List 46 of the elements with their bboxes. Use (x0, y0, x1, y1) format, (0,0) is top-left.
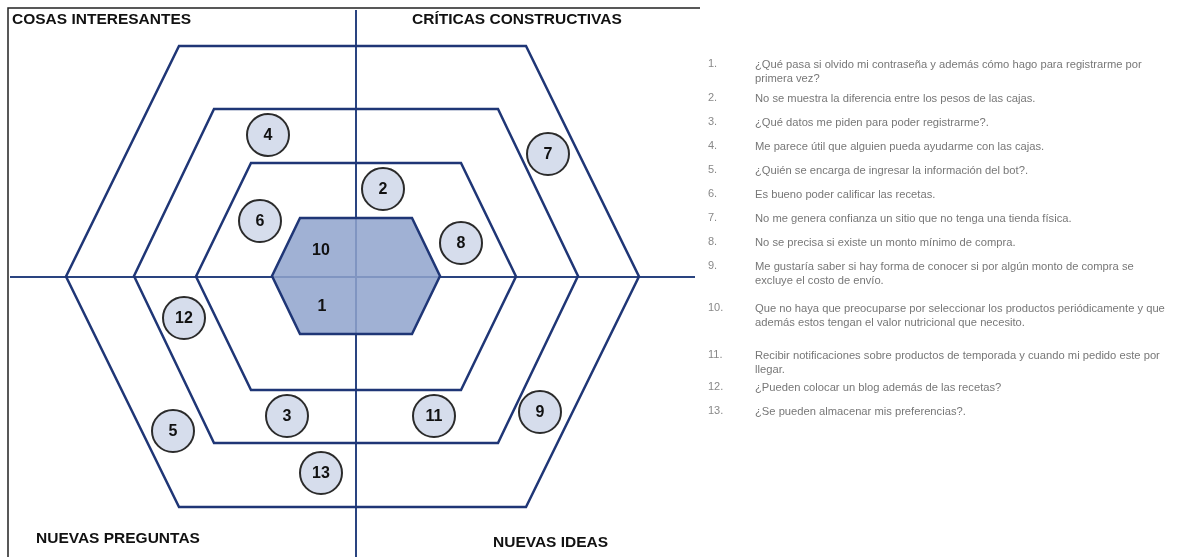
list-item-text: ¿Se pueden almacenar mis preferencias?. (755, 404, 967, 418)
center-hexagon (272, 218, 440, 334)
quadrant-title: COSAS INTERESANTES (12, 10, 192, 28)
list-number: 1. (708, 57, 718, 69)
number-circle: 7 (526, 132, 570, 176)
list-number: 11. (708, 348, 723, 360)
number-circle: 5 (151, 409, 195, 453)
list-number: 10. (708, 301, 724, 313)
list-number: 7. (708, 211, 718, 223)
list-item-text: ¿Qué pasa si olvido mi contraseña y además cómo hago para registrarme por primera vez? (755, 57, 1143, 85)
list-item-text: Me parece útil que alguien pueda ayudarme con las cajas. (755, 139, 1046, 153)
item-number: 1 (317, 297, 327, 315)
hexagon-ring (66, 46, 639, 507)
number-circle: 11 (412, 394, 456, 438)
quadrant-title: NUEVAS IDEAS (493, 533, 609, 551)
list-item-text: ¿Qué datos me piden para poder registrarme?. (755, 115, 990, 129)
list-number: 13. (708, 404, 724, 416)
list-number: 6. (708, 187, 718, 199)
number-circle: 12 (162, 296, 206, 340)
number-circle: 2 (361, 167, 405, 211)
number-circle: 9 (518, 390, 562, 434)
quadrant-title: CRÍTICAS CONSTRUCTIVAS (412, 10, 622, 28)
number-circle: 4 (246, 113, 290, 157)
number-circle: 6 (238, 199, 282, 243)
quadrant-title: NUEVAS PREGUNTAS (36, 529, 200, 547)
list-number: 12. (708, 380, 724, 392)
number-circle: 3 (265, 394, 309, 438)
hexagon-ring (196, 163, 516, 390)
list-number: 8. (708, 235, 718, 247)
list-number: 9. (708, 259, 718, 271)
list-item-text: No me genera confianza un sitio que no tenga una tienda física. (755, 211, 1073, 225)
number-circle: 8 (439, 221, 483, 265)
list-number: 3. (708, 115, 718, 127)
list-number: 4. (708, 139, 718, 151)
list-item-text: Es bueno poder calificar las recetas. (755, 187, 937, 201)
list-item-text: No se muestra la diferencia entre los pesos de las cajas. (755, 91, 1037, 105)
list-item-text: ¿Quién se encarga de ingresar la información del bot?. (755, 163, 1029, 177)
list-item-text: Me gustaría saber si hay forma de conocer si por algún monto de compra se excluye el costo de envío. (755, 259, 1135, 287)
list-number: 5. (708, 163, 718, 175)
list-item-text: Recibir notificaciones sobre productos de temporada y cuando mi pedido este por llegar. (755, 348, 1161, 376)
number-circle: 13 (299, 451, 343, 495)
list-item-text: ¿Pueden colocar un blog además de las recetas? (755, 380, 1003, 394)
list-item-text: No se precisa si existe un monto mínimo de compra. (755, 235, 1017, 249)
list-number: 2. (708, 91, 718, 103)
item-number: 10 (312, 241, 330, 259)
list-item-text: Que no haya que preocuparse por seleccionar los productos periódicamente y que además estos tengan el valor nutricional que necesito. (755, 301, 1166, 329)
